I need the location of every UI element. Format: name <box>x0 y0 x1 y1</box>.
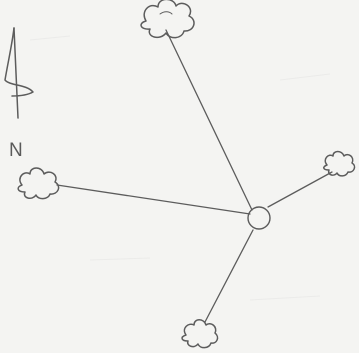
cloud-icon <box>324 152 355 176</box>
north-arrow-icon <box>5 28 33 118</box>
connection-lines <box>57 30 332 322</box>
cloud-icon <box>18 168 58 199</box>
link-west <box>57 185 250 214</box>
link-south <box>205 230 253 322</box>
link-east <box>268 172 332 207</box>
link-north <box>166 30 252 210</box>
hub-circle-icon <box>248 207 270 229</box>
cloud-icon <box>182 320 217 348</box>
north-label: N <box>9 140 23 161</box>
paper-texture <box>30 36 330 300</box>
